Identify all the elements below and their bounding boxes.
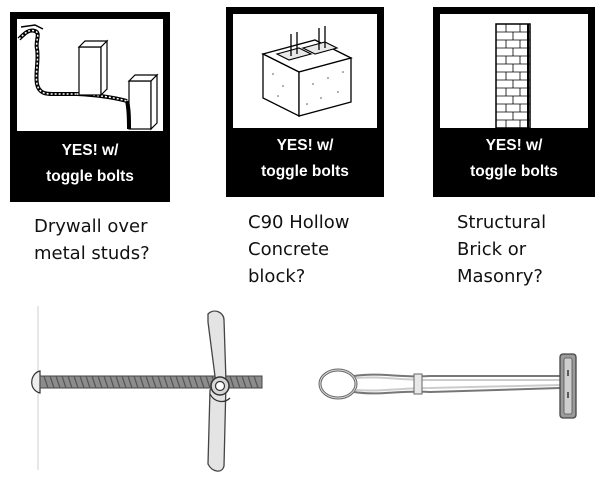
brick-masonry-card: YES! w/ toggle bolts <box>433 7 595 197</box>
caption-brick-masonry: Structural Brick or Masonry? <box>457 212 547 287</box>
badge-yes-toggle-bolts: YES! w/ toggle bolts <box>261 137 349 180</box>
spring-toggle-bolt-illustration <box>18 300 268 478</box>
brick-column-illustration <box>440 14 588 128</box>
badge-yes-toggle-bolts: YES! w/ toggle bolts <box>470 137 558 180</box>
caption-drywall: Drywall over metal studs? <box>34 216 150 264</box>
concrete-block-card: YES! w/ toggle bolts <box>226 7 384 197</box>
caption-concrete-block: C90 Hollow Concrete block? <box>248 212 350 287</box>
badge-yes-toggle-bolts: YES! w/ toggle bolts <box>46 142 134 185</box>
drywall-studs-illustration <box>17 19 163 131</box>
snap-toggle-illustration <box>310 346 595 436</box>
hollow-concrete-block-illustration <box>233 14 377 128</box>
drywall-card: YES! w/ toggle bolts <box>10 12 170 202</box>
